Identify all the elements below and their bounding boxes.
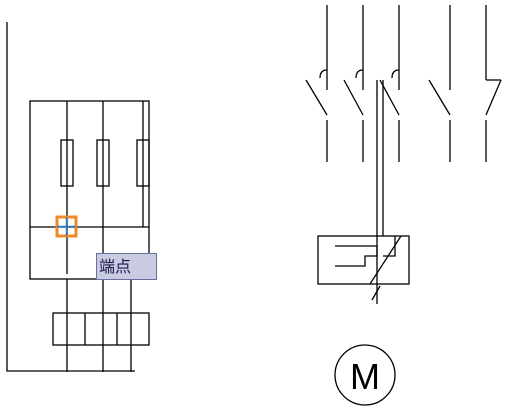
relay-wires <box>371 80 384 304</box>
terminal-block <box>52 312 150 346</box>
contact-hooks <box>319 69 400 79</box>
fuse-1 <box>60 139 74 187</box>
endpoint-snap-marker-icon <box>55 215 78 238</box>
thermal-relay <box>317 235 410 285</box>
fuse-box-outline <box>29 100 150 280</box>
power-line-4 <box>428 5 451 162</box>
fuse-wires <box>66 101 144 372</box>
left-frame-wire <box>6 22 135 372</box>
fuse-3 <box>136 139 150 187</box>
power-line-5 <box>485 5 502 162</box>
motor-label: M <box>350 356 380 397</box>
power-line-2 <box>343 5 364 162</box>
snap-tooltip: 端点 <box>96 253 157 280</box>
fuse-2 <box>96 139 110 187</box>
motor-symbol <box>334 344 396 406</box>
power-line-1 <box>305 5 328 162</box>
